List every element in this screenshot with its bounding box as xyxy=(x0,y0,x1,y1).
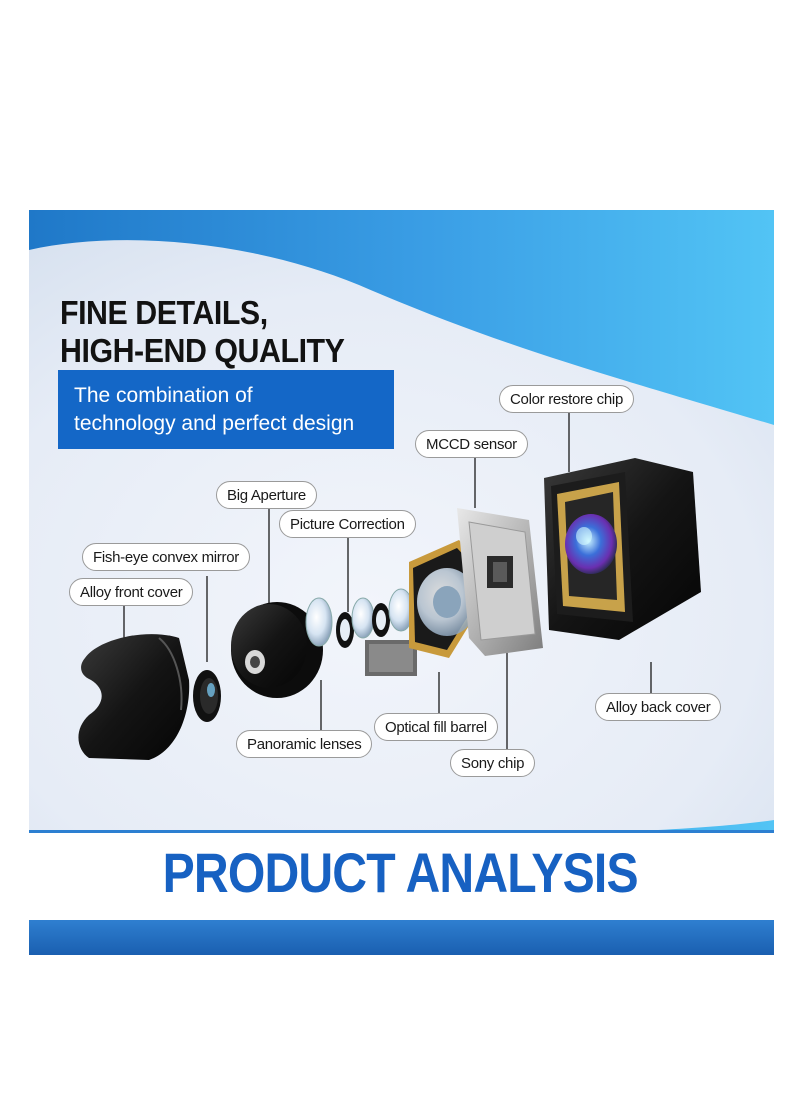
label-mccd-sensor: MCCD sensor xyxy=(415,430,528,458)
lens-stack-part xyxy=(305,588,414,648)
label-panoramic-lenses: Panoramic lenses xyxy=(236,730,373,758)
label-alloy-back-cover: Alloy back cover xyxy=(595,693,722,721)
product-analysis-text: PRODUCT ANALYSIS xyxy=(162,841,638,904)
exploded-camera-illustration xyxy=(78,413,701,760)
label-color-restore-chip: Color restore chip xyxy=(499,385,634,413)
mccd-sensor-part xyxy=(457,508,543,656)
separator-line xyxy=(29,830,774,833)
tagline-line-1: The combination of xyxy=(74,384,253,407)
label-optical-fill-barrel: Optical fill barrel xyxy=(374,713,498,741)
alloy-back-cover-part xyxy=(544,458,701,640)
label-big-aperture: Big Aperture xyxy=(216,481,317,509)
tagline-line-2: technology and perfect design xyxy=(74,412,355,435)
product-analysis-title: PRODUCT ANALYSIS xyxy=(0,840,800,905)
footer-bar xyxy=(29,920,774,955)
hero-panel: FINE DETAILS, HIGH-END QUALITY The combi… xyxy=(29,210,774,830)
tagline-box: The combination of technology and perfec… xyxy=(58,370,394,449)
big-aperture-part xyxy=(231,602,323,698)
headline-line-1: FINE DETAILS, xyxy=(60,294,268,331)
label-picture-correction: Picture Correction xyxy=(279,510,416,538)
label-alloy-front-cover: Alloy front cover xyxy=(69,578,194,606)
headline-line-2: HIGH-END QUALITY xyxy=(60,332,345,369)
alloy-front-cover-part xyxy=(78,634,190,760)
label-sony-chip: Sony chip xyxy=(450,749,536,777)
label-fish-eye-convex-mirror: Fish-eye convex mirror xyxy=(82,543,250,571)
